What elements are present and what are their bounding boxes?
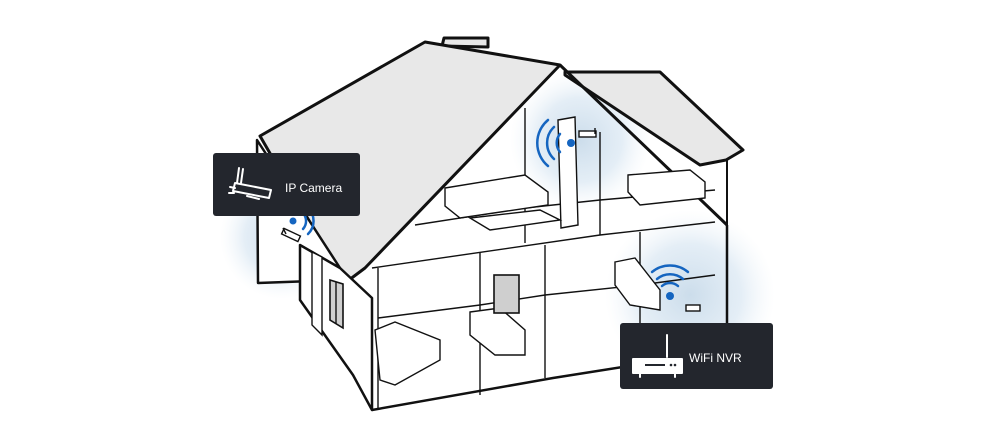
ip-camera-label: IP Camera — [285, 181, 343, 195]
wifi-nvr-callout: WiFi NVR — [620, 323, 773, 389]
ip-camera-icon — [228, 167, 272, 200]
wifi-nvr-label: WiFi NVR — [689, 351, 742, 365]
wifi-icon-nvr — [650, 264, 690, 300]
camera-devices — [280, 128, 701, 312]
nvr-recorder-icon — [632, 334, 683, 378]
router-device — [685, 304, 701, 312]
camera-device-attic — [578, 128, 597, 138]
chimney — [440, 36, 490, 49]
ip-camera-callout: IP Camera — [213, 153, 360, 216]
camera-device-left — [280, 227, 302, 243]
wifi-icon-camera-attic — [536, 118, 575, 168]
